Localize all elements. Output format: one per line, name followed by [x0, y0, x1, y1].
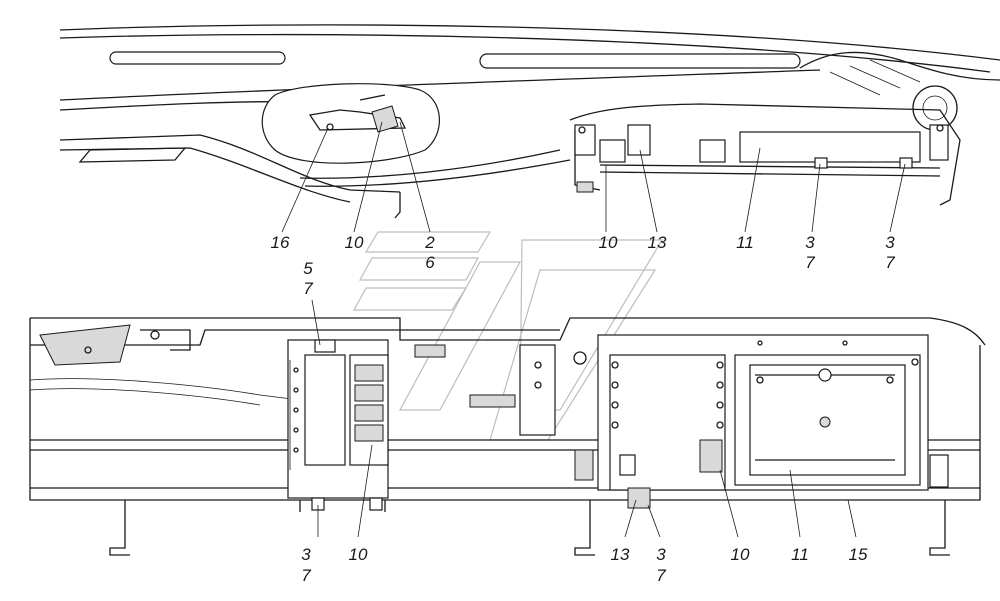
callouts-top: 16 10 2 6 10 13 11 3 7 3 7	[271, 233, 896, 272]
callouts-bottom: 5 7 3 7 10 13 3 7 10 11 15	[301, 259, 868, 585]
relay-block-left	[287, 339, 389, 511]
callout-10: 10	[731, 545, 750, 564]
callout-2: 2	[424, 233, 435, 252]
callout-13: 13	[611, 545, 630, 564]
top-view-frame	[59, 24, 1000, 219]
bracket-frame-right	[574, 334, 949, 509]
detail-view-left	[261, 83, 440, 164]
leader-lines-bottom	[311, 299, 857, 538]
callout-13: 13	[648, 233, 667, 252]
callout-10: 10	[349, 545, 368, 564]
callout-3: 3	[301, 545, 311, 564]
callout-15: 15	[849, 545, 868, 564]
detail-view-right	[569, 103, 961, 206]
callout-3: 3	[885, 233, 895, 252]
callout-7: 7	[885, 253, 895, 272]
callout-7: 7	[303, 279, 313, 298]
callout-6: 6	[425, 253, 435, 272]
callout-16: 16	[271, 233, 290, 252]
callout-10: 10	[599, 233, 618, 252]
callout-10: 10	[345, 233, 364, 252]
callout-7: 7	[656, 566, 666, 585]
callout-3: 3	[805, 233, 815, 252]
leader-lines-top	[281, 121, 906, 233]
callout-7: 7	[301, 566, 311, 585]
callout-11: 11	[791, 545, 809, 564]
callout-5: 5	[303, 259, 313, 278]
callout-11: 11	[736, 233, 754, 252]
callout-3: 3	[656, 545, 666, 564]
callout-7: 7	[805, 253, 815, 272]
